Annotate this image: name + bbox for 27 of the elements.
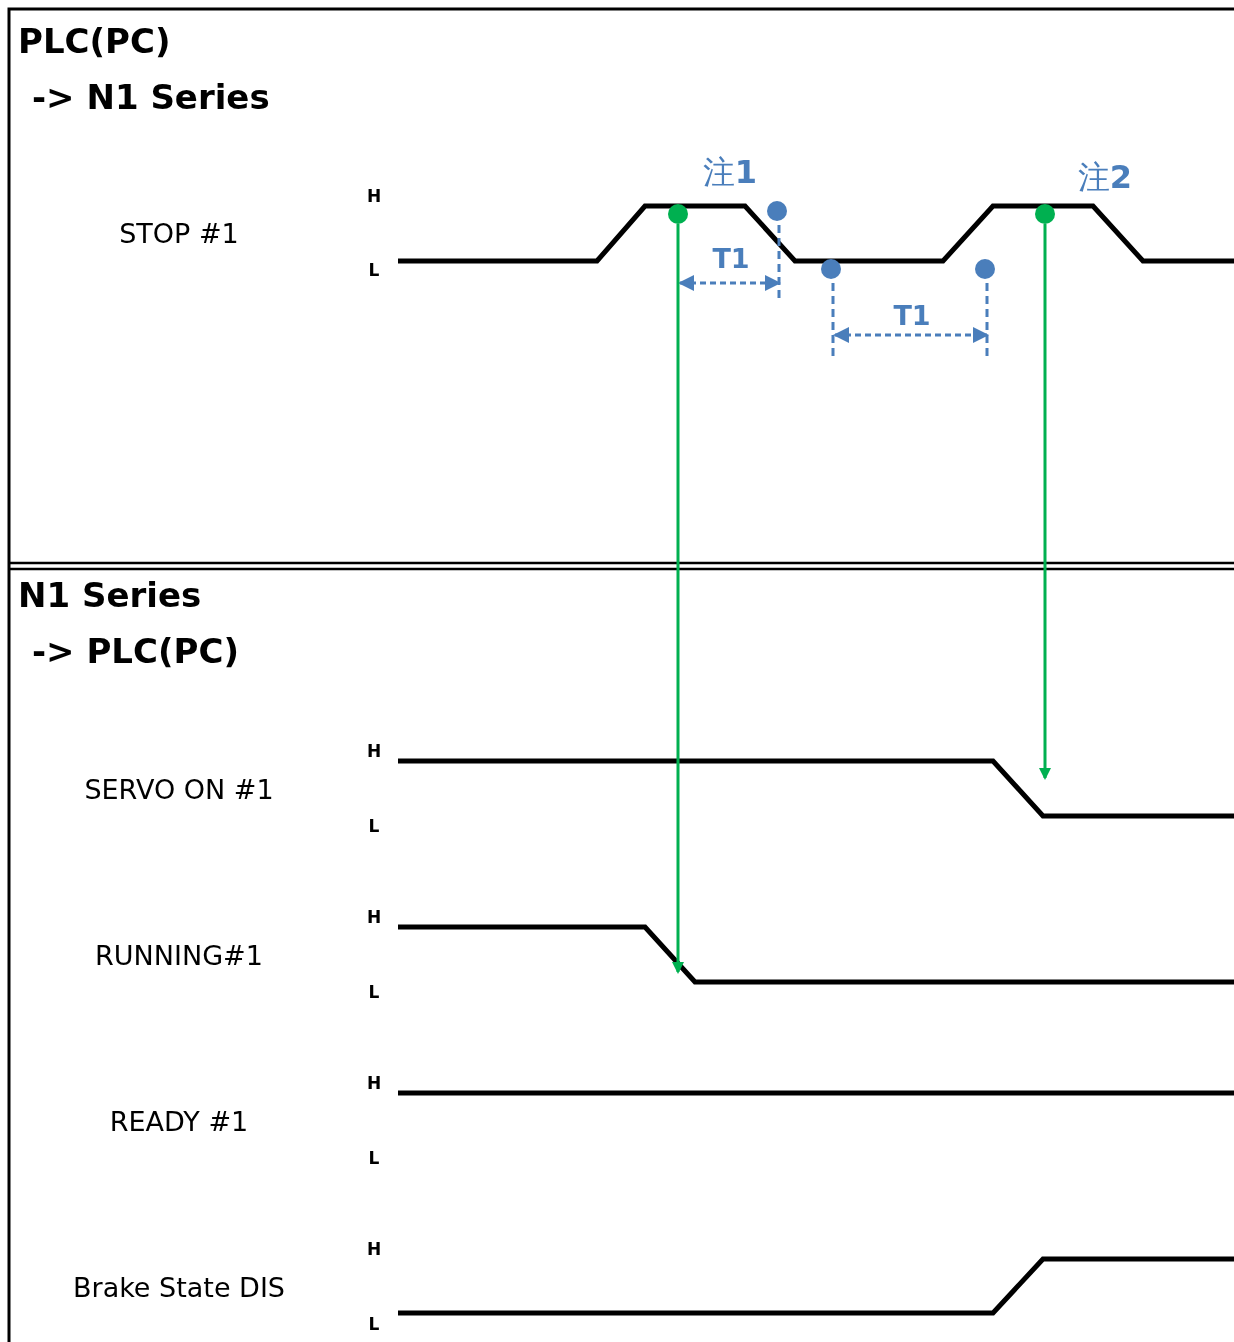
heading: N1 Series — [18, 578, 202, 612]
time-label: T1 — [712, 244, 750, 272]
level-label: H — [366, 1240, 382, 1258]
heading: PLC(PC) — [18, 24, 171, 58]
start-dot — [668, 204, 688, 224]
heading: -> N1 Series — [32, 80, 270, 114]
note-number: 注2 — [1077, 161, 1133, 193]
level-label: H — [366, 187, 382, 205]
level-label: H — [366, 908, 382, 926]
signal-name: READY #1 — [109, 1107, 249, 1135]
signal-name: STOP #1 — [119, 219, 239, 247]
note-number: 注1 — [702, 156, 758, 188]
heading: -> PLC(PC) — [32, 634, 239, 668]
level-label: L — [368, 817, 380, 835]
signal-name: Brake State DIS — [73, 1273, 285, 1301]
arrow — [1039, 224, 1051, 780]
level-label: L — [368, 261, 380, 279]
level-label: H — [366, 1074, 382, 1092]
level-label: L — [368, 1315, 380, 1333]
level-label: L — [368, 1149, 380, 1167]
time-label: T1 — [893, 301, 931, 329]
start-dot — [1035, 204, 1055, 224]
signal-name: SERVO ON #1 — [84, 775, 274, 803]
level-label: H — [366, 742, 382, 760]
level-label: L — [368, 983, 380, 1001]
signal-name: RUNNING#1 — [95, 941, 263, 969]
arrow — [672, 224, 684, 974]
